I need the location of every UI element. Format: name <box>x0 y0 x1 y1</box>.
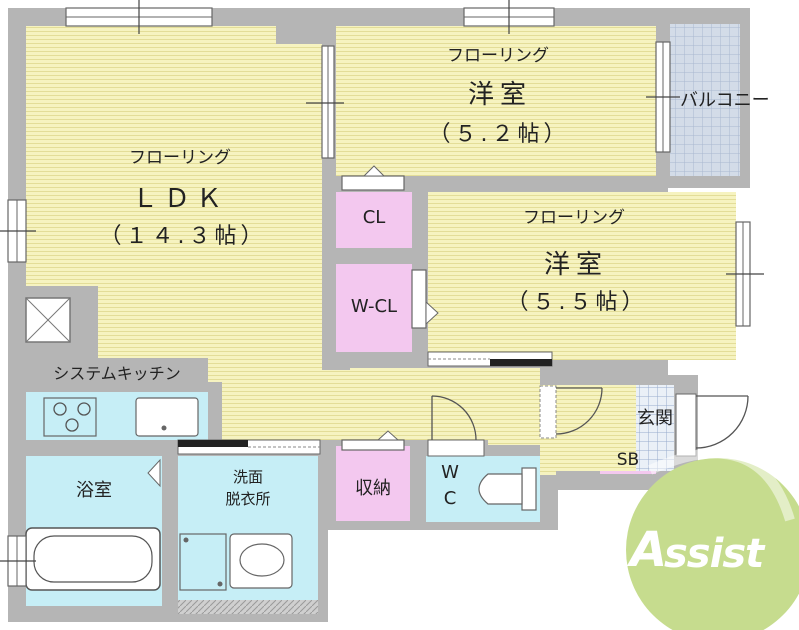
wc-door-frame <box>427 439 485 457</box>
western2-label: 洋室 <box>543 250 608 280</box>
western2-floor-type: フローリング <box>523 208 625 228</box>
washer-pan <box>179 533 227 591</box>
fixtures <box>25 297 537 591</box>
western1-floor-type: フローリング <box>447 46 549 66</box>
logo-graphic <box>626 448 799 630</box>
wcl-floor <box>336 264 412 352</box>
western1-size: （５.２帖） <box>428 122 570 147</box>
ldk-floor-type: フローリング <box>129 148 231 168</box>
hall-door-frame <box>539 385 557 439</box>
storage-door <box>341 439 405 451</box>
hall-door-swing <box>555 387 603 435</box>
cl-label: CL <box>362 207 386 228</box>
kitchen-sink <box>135 397 199 437</box>
wash-basin <box>229 533 293 589</box>
balcony-label: バルコニー <box>680 90 770 111</box>
western1-floor <box>336 26 656 176</box>
bath-label: 浴室 <box>76 480 112 501</box>
storage-floor <box>336 446 410 521</box>
washroom-label-1: 洗面 <box>232 468 263 486</box>
ldk-floor <box>26 26 556 475</box>
western2-size: （５.５帖） <box>506 290 648 315</box>
toilet-bowl <box>478 473 523 505</box>
wcl-label: W-CL <box>350 296 398 317</box>
kitchen-label: システムキッチン <box>53 364 181 383</box>
balcony-floor <box>670 24 740 176</box>
western2-floor <box>428 192 736 360</box>
ldk-size: （１４.３帖） <box>99 224 267 249</box>
entrance-label: 玄関 <box>637 408 673 429</box>
wc-door-swing <box>431 395 477 441</box>
entrance-door-swing <box>695 395 749 449</box>
wcl-door <box>411 269 427 329</box>
storage-label: 収納 <box>355 478 391 499</box>
wc-label-1: W <box>441 462 459 483</box>
washroom-label-2: 脱衣所 <box>225 490 271 508</box>
burner-1 <box>53 402 67 416</box>
cl-floor <box>336 192 412 248</box>
windows <box>0 0 764 587</box>
burner-3 <box>65 418 79 432</box>
logo-text-initial: A <box>630 522 668 578</box>
entrance-floor <box>636 385 674 471</box>
western1-label: 洋室 <box>467 80 532 110</box>
burner-2 <box>77 402 91 416</box>
cl-door <box>341 175 405 191</box>
washroom-hatch <box>178 600 318 614</box>
ldk-label: ＬＤＫ <box>131 184 228 214</box>
toilet-tank <box>521 467 537 511</box>
hall-floor <box>556 385 636 471</box>
wc-label-2: C <box>443 488 457 509</box>
doors <box>177 45 749 457</box>
sb-label: SB <box>616 450 640 470</box>
logo-text-rest: ssist <box>664 531 764 577</box>
